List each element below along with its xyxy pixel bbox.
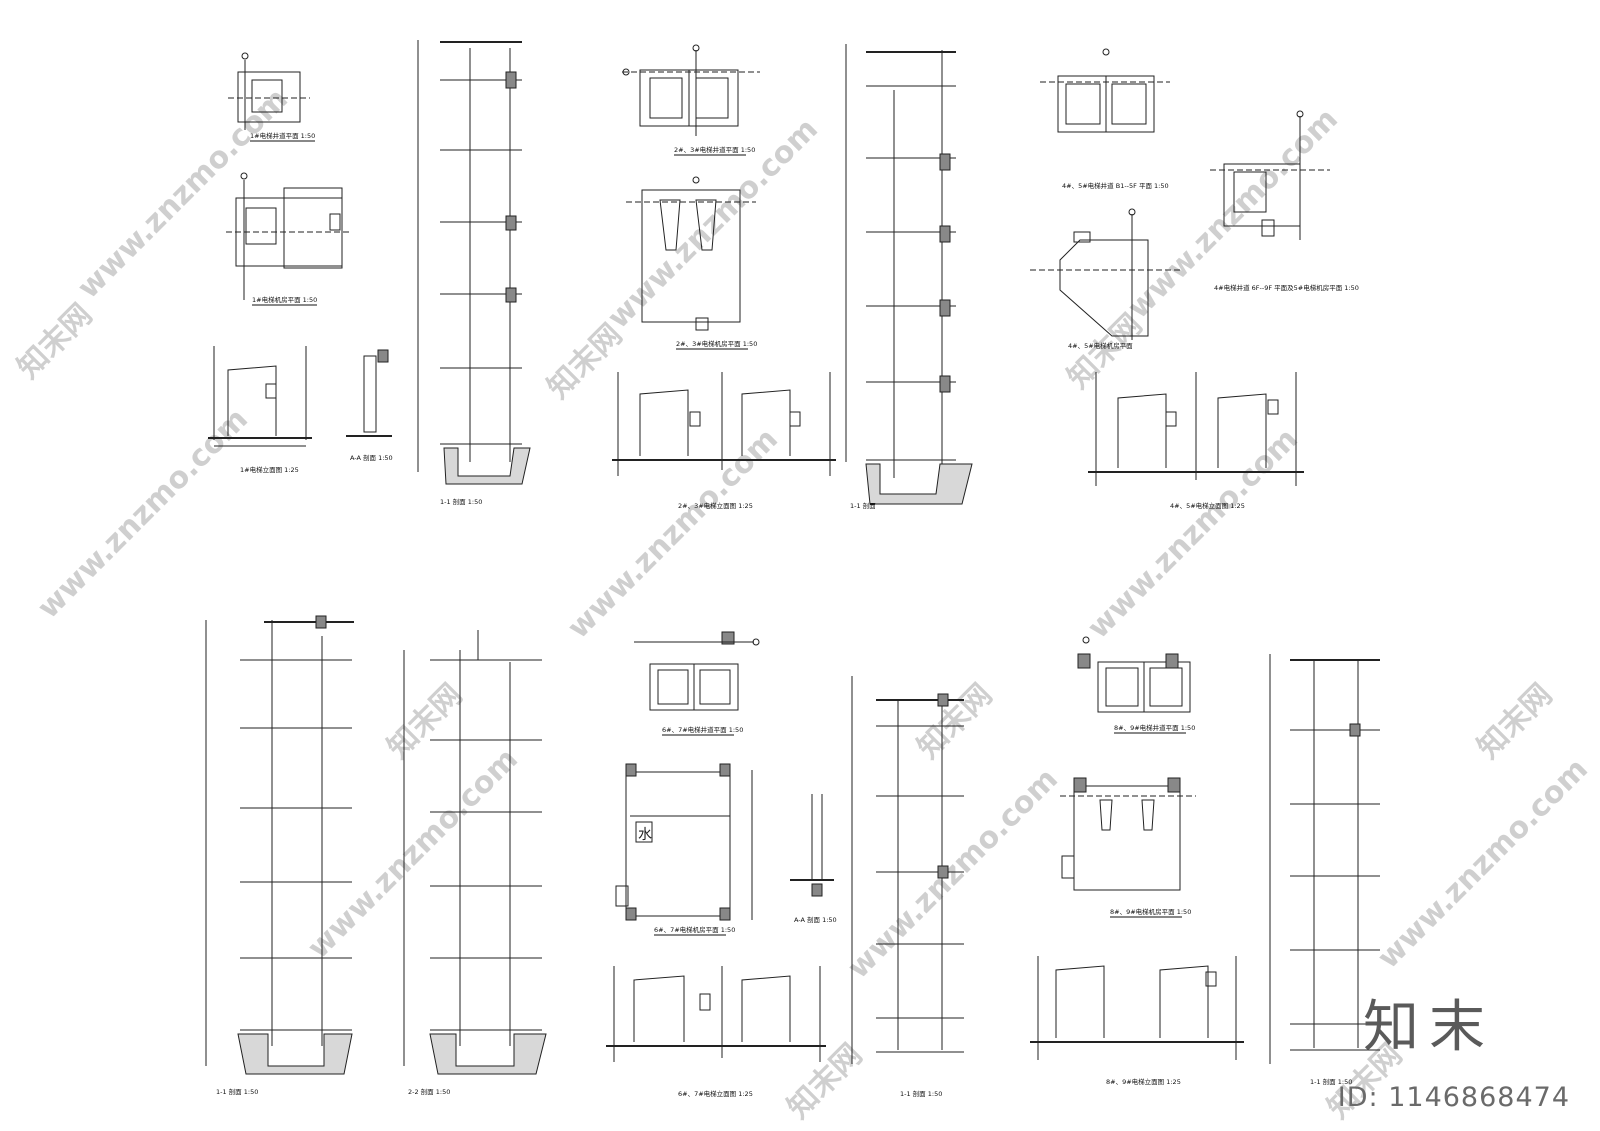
- drawing-title: 1-1 剖面 1:50: [440, 497, 482, 506]
- elevation-89: [1030, 956, 1244, 1060]
- elevation-23: [612, 372, 836, 476]
- section-45-1-1: [205, 615, 354, 1075]
- section-67-aa: [790, 794, 834, 897]
- section-1-aa: [346, 349, 392, 437]
- drawing-title: 4#、5#电梯立面图 1:25: [1170, 501, 1245, 510]
- plan-45-machine-room: [1030, 208, 1182, 340]
- plan-45-shaft: [1040, 48, 1170, 133]
- drawing-title: 8#、9#电梯机房平面 1:50: [1110, 907, 1191, 916]
- drawing-title: A-A 剖面 1:50: [350, 453, 393, 462]
- section-1-long: [417, 40, 531, 485]
- plan-23-machine-room: [626, 176, 756, 331]
- plan-23-shaft: [622, 44, 760, 136]
- drawing-title: A-A 剖面 1:50: [794, 915, 837, 924]
- section-23-long: [845, 44, 973, 505]
- drawing-title: 8#、9#电梯立面图 1:25: [1106, 1077, 1181, 1086]
- section-45-2-2: [403, 630, 547, 1075]
- drawing-title: 1-1 剖面: [850, 501, 876, 510]
- water-tank-label: 水: [638, 827, 652, 843]
- drawing-title: 6#、7#电梯立面图 1:25: [678, 1089, 753, 1098]
- drawing-title: 6#、7#电梯井道平面 1:50: [662, 725, 743, 734]
- plan-1-shaft: [228, 52, 310, 130]
- drawing-title: 2#、3#电梯立面图 1:25: [678, 501, 753, 510]
- watermark-id: ID: 1146868474: [1337, 1082, 1570, 1113]
- drawing-title: 1#电梯立面图 1:25: [240, 465, 299, 474]
- elevation-67: [606, 966, 826, 1062]
- plan-1-machine-room: [226, 172, 352, 300]
- drawing-title: 1#电梯机房平面 1:50: [252, 295, 317, 304]
- drawing-title: 1#电梯井道平面 1:50: [250, 131, 315, 140]
- drawing-title: 2#、3#电梯机房平面 1:50: [676, 339, 757, 348]
- elevation-45: [1088, 372, 1304, 486]
- drawing-title: 2#、3#电梯井道平面 1:50: [674, 145, 755, 154]
- drawing-title: 1-1 剖面 1:50: [900, 1089, 942, 1098]
- section-67-long: [851, 676, 964, 1064]
- drawing-title: 4#电梯井道 6F--9F 平面及5#电梯机房平面 1:50: [1214, 283, 1359, 292]
- plan-4-upper: [1210, 110, 1330, 240]
- drawing-title: 1-1 剖面 1:50: [216, 1087, 258, 1096]
- drawing-title: 4#、5#电梯井道 B1--5F 平面 1:50: [1062, 181, 1169, 190]
- drawing-title: 4#、5#电梯机房平面: [1068, 341, 1133, 350]
- plan-67-shaft: [634, 631, 760, 711]
- plan-89-shaft: [1077, 636, 1191, 713]
- elevation-1: [208, 346, 312, 447]
- brand-logo: 知末: [1363, 995, 1495, 1060]
- drawing-title: 1-1 剖面 1:50: [1310, 1077, 1352, 1086]
- plan-67-machine-room: 水: [615, 763, 753, 921]
- plan-89-machine-room: [1060, 777, 1196, 891]
- section-89-long: [1269, 654, 1380, 1064]
- drawing-title: 2-2 剖面 1:50: [408, 1087, 450, 1096]
- drawing-title: 6#、7#电梯机房平面 1:50: [654, 925, 735, 934]
- drawing-title: 8#、9#电梯井道平面 1:50: [1114, 723, 1195, 732]
